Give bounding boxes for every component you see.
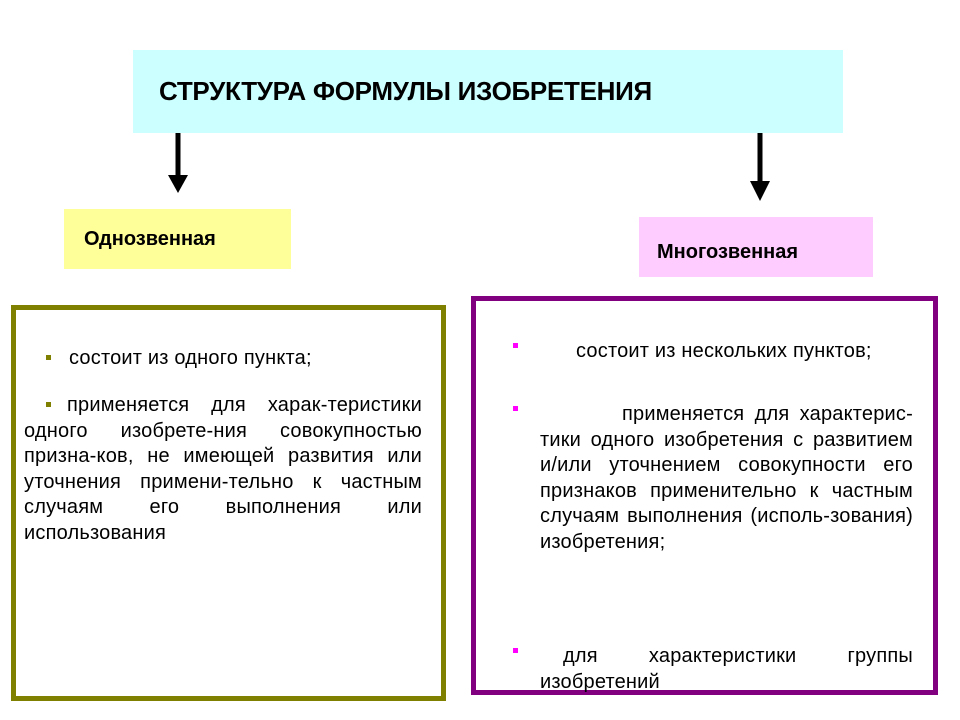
arrow-down-right-icon <box>750 133 770 201</box>
page-title: СТРУКТУРА ФОРМУЛЫ ИЗОБРЕТЕНИЯ <box>159 76 652 106</box>
list-item: применяется для характерис-тики одного и… <box>513 402 913 555</box>
bullet-square-icon <box>46 355 51 360</box>
list-item: для характеристики группы изобретений <box>513 644 913 695</box>
bullet-text: для характеристики группы изобретений <box>540 645 913 693</box>
list-item: состоит из нескольких пунктов; <box>513 339 913 365</box>
bullet-square-icon <box>513 648 518 653</box>
arrow-down-left-icon <box>168 133 188 193</box>
single-link-panel: состоит из одного пункта; применяется дл… <box>11 305 446 701</box>
bullet-square-icon <box>513 406 518 411</box>
list-item: состоит из одного пункта; <box>46 346 422 372</box>
multi-link-label: Многозвенная <box>657 241 799 263</box>
bullet-square-icon <box>513 343 518 348</box>
bullet-text: применяется для характерис-тики одного и… <box>540 403 913 553</box>
multi-link-panel: состоит из нескольких пунктов; применяет… <box>471 296 938 695</box>
multi-link-label-box: Многозвенная <box>639 217 873 277</box>
bullet-text: состоит из нескольких пунктов; <box>576 340 872 362</box>
bullet-text: состоит из одного пункта; <box>69 347 312 369</box>
bullet-text: применяется для харак-теристики одного и… <box>24 394 422 544</box>
title-box: СТРУКТУРА ФОРМУЛЫ ИЗОБРЕТЕНИЯ <box>133 50 843 133</box>
single-link-label-box: Однозвенная <box>64 209 291 269</box>
bullet-square-icon <box>46 402 51 407</box>
single-link-label: Однозвенная <box>84 228 216 250</box>
list-item: применяется для харак-теристики одного и… <box>24 393 422 546</box>
